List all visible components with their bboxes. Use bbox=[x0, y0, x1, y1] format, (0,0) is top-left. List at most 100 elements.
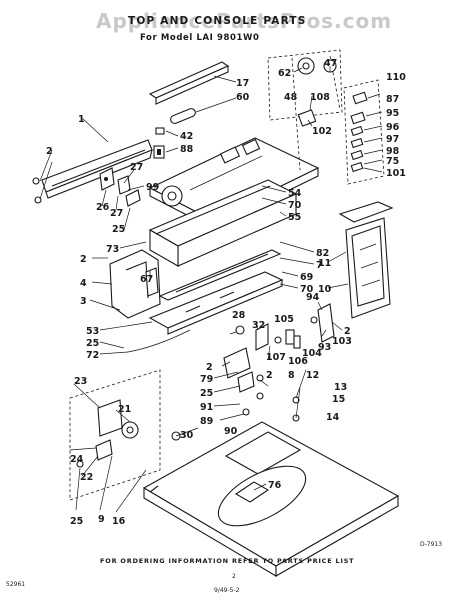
switch-group-outline bbox=[343, 79, 385, 185]
model-label: For Model LAI 9801W0 bbox=[140, 33, 260, 43]
ordering-note: FOR ORDERING INFORMATION REFER TO PARTS … bbox=[100, 557, 354, 565]
callout-107: 107 bbox=[266, 352, 286, 363]
callout-89: 89 bbox=[200, 416, 213, 427]
callout-73: 73 bbox=[106, 244, 119, 255]
callout-32: 32 bbox=[252, 320, 265, 331]
watermark-text: AppliancePartsPros.com bbox=[96, 9, 392, 33]
callout-103: 103 bbox=[332, 336, 352, 347]
callout-27-lower: 27 bbox=[110, 208, 123, 219]
timer-group-outline bbox=[267, 49, 343, 171]
callout-30: 30 bbox=[180, 430, 194, 441]
callout-13: 13 bbox=[334, 382, 347, 393]
console-end-cap bbox=[109, 249, 161, 319]
callout-24: 24 bbox=[70, 454, 84, 465]
callout-2-a: 2 bbox=[46, 146, 53, 157]
callout-97: 97 bbox=[386, 134, 399, 145]
wire-harness bbox=[127, 329, 191, 353]
callout-26: 26 bbox=[96, 202, 110, 213]
console-rear-trim bbox=[148, 271, 284, 335]
callout-21: 21 bbox=[118, 404, 131, 415]
clip bbox=[153, 127, 165, 159]
callout-99: 99 bbox=[146, 182, 159, 193]
timer-motor bbox=[297, 109, 317, 127]
callout-2-e: 2 bbox=[266, 370, 273, 381]
callout-42: 42 bbox=[180, 131, 193, 142]
lid bbox=[338, 201, 394, 319]
callout-105: 105 bbox=[274, 314, 294, 325]
callout-54: 54 bbox=[288, 188, 302, 199]
callout-25-b: 25 bbox=[86, 338, 99, 349]
callout-106: 106 bbox=[288, 356, 308, 367]
fasteners bbox=[171, 374, 300, 441]
callout-82: 82 bbox=[316, 248, 329, 259]
leader-lines bbox=[39, 66, 383, 513]
lid-switch bbox=[274, 329, 301, 349]
callout-101: 101 bbox=[386, 168, 406, 179]
callout-3: 3 bbox=[80, 296, 87, 307]
callout-87: 87 bbox=[386, 94, 399, 105]
callout-2-c: 2 bbox=[344, 326, 351, 337]
lid-hinge bbox=[310, 303, 335, 343]
diagram-code: D-7913 bbox=[420, 541, 442, 548]
switch-parts bbox=[350, 91, 368, 173]
callout-17: 17 bbox=[236, 78, 249, 89]
top-rail bbox=[148, 61, 230, 105]
callout-16: 16 bbox=[112, 516, 126, 527]
callout-22: 22 bbox=[80, 472, 93, 483]
callout-55: 55 bbox=[288, 212, 301, 223]
callout-110: 110 bbox=[386, 72, 406, 83]
motor-switch bbox=[76, 399, 139, 468]
callout-91: 91 bbox=[200, 402, 213, 413]
callout-70-lower: 70 bbox=[300, 284, 314, 295]
left-code: 52961 bbox=[6, 581, 25, 588]
hinge-bracket bbox=[99, 167, 141, 207]
callout-25-a: 25 bbox=[112, 224, 125, 235]
callout-94: 94 bbox=[306, 292, 320, 303]
bracket-assembly bbox=[223, 323, 269, 393]
callout-72: 72 bbox=[86, 350, 99, 361]
callout-12: 12 bbox=[306, 370, 319, 381]
callout-7: 7 bbox=[316, 260, 323, 271]
callout-47: 47 bbox=[324, 58, 337, 69]
callout-25-d: 25 bbox=[70, 516, 83, 527]
callout-95: 95 bbox=[386, 108, 399, 119]
callout-75: 75 bbox=[386, 156, 399, 167]
callout-70-upper: 70 bbox=[288, 200, 302, 211]
callout-108: 108 bbox=[310, 92, 330, 103]
callout-102: 102 bbox=[312, 126, 332, 137]
callout-93: 93 bbox=[318, 342, 331, 353]
callout-1: 1 bbox=[78, 114, 85, 125]
page-title: TOP AND CONSOLE PARTS bbox=[128, 15, 307, 27]
callout-15: 15 bbox=[332, 394, 345, 405]
bottom-code: 9/49-5-2 bbox=[214, 587, 240, 594]
console-bezel bbox=[148, 179, 298, 267]
callout-90: 90 bbox=[224, 426, 238, 437]
callout-4: 4 bbox=[80, 278, 87, 289]
callout-104: 104 bbox=[302, 348, 322, 359]
cabinet-top bbox=[142, 421, 400, 577]
motor-group-outline bbox=[69, 369, 161, 501]
panel-screws bbox=[32, 177, 42, 204]
callout-28: 28 bbox=[232, 310, 246, 321]
callout-2-b: 2 bbox=[80, 254, 87, 265]
rail-tube bbox=[170, 108, 196, 124]
page-number: 2 bbox=[232, 573, 236, 580]
callout-79: 79 bbox=[200, 374, 213, 385]
callout-14: 14 bbox=[326, 412, 340, 423]
callout-25-c: 25 bbox=[200, 388, 213, 399]
rear-panel bbox=[41, 139, 153, 199]
callout-labels: 17 60 42 88 27 99 26 27 1 2 25 73 2 4 67… bbox=[46, 58, 406, 527]
callout-23: 23 bbox=[74, 376, 87, 387]
callout-60: 60 bbox=[236, 92, 250, 103]
callout-53: 53 bbox=[86, 326, 99, 337]
callout-67: 67 bbox=[140, 274, 153, 285]
callout-2-d: 2 bbox=[206, 362, 213, 373]
callout-27-upper: 27 bbox=[130, 162, 143, 173]
callout-10: 10 bbox=[318, 284, 332, 295]
callout-88: 88 bbox=[180, 144, 194, 155]
callout-62: 62 bbox=[278, 68, 291, 79]
callout-98: 98 bbox=[386, 146, 400, 157]
callout-8: 8 bbox=[288, 370, 295, 381]
callout-11: 11 bbox=[318, 258, 331, 269]
